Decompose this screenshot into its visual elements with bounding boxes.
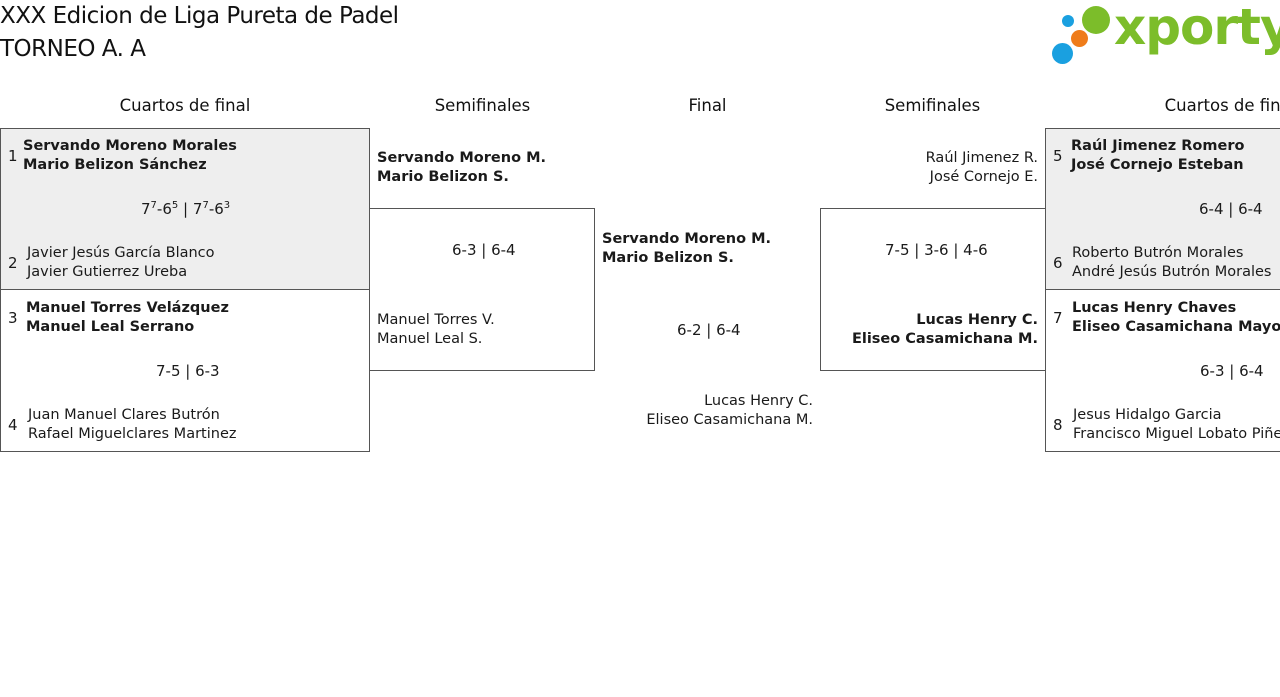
player-name: Rafael Miguelclares Martinez <box>28 426 237 442</box>
player-name: Mario Belizon Sánchez <box>23 157 207 173</box>
player-name: Lucas Henry C. <box>916 312 1038 328</box>
match-score: 6-3 | 6-4 <box>452 241 516 259</box>
team-top: Servando Moreno Morales Mario Belizon Sá… <box>23 137 237 175</box>
seed-number: 2 <box>8 254 18 272</box>
player-name: Lucas Henry Chaves <box>1072 300 1237 316</box>
final-team-top: Servando Moreno M. Mario Belizon S. <box>602 230 771 268</box>
player-name: Raúl Jimenez Romero <box>1071 138 1245 154</box>
seed-number: 5 <box>1053 147 1063 165</box>
match-quarter-2[interactable]: 3 Manuel Torres Velázquez Manuel Leal Se… <box>0 289 370 452</box>
final-score: 6-2 | 6-4 <box>677 321 741 339</box>
player-name: Francisco Miguel Lobato Piñero <box>1073 426 1280 442</box>
player-name: Manuel Torres Velázquez <box>26 300 229 316</box>
player-name: Raúl Jimenez R. <box>925 150 1038 166</box>
logo-dot-blue-small <box>1062 15 1074 27</box>
match-semi-left[interactable]: 6-3 | 6-4 Manuel Torres V. Manuel Leal S… <box>369 208 595 371</box>
xporty-logo[interactable]: xporty <box>1052 0 1280 66</box>
team-bottom: Juan Manuel Clares Butrón Rafael Miguelc… <box>28 406 236 444</box>
player-name: Javier Gutierrez Ureba <box>27 264 188 280</box>
round-header-left-semi: Semifinales <box>434 96 531 115</box>
seed-number: 6 <box>1053 254 1063 272</box>
semi-right-team-bottom: Lucas Henry C. Eliseo Casamichana M. <box>852 311 1038 349</box>
match-score: 7-5 | 6-3 <box>156 362 220 380</box>
team-bottom: Javier Jesús García Blanco Javier Gutier… <box>27 244 215 282</box>
match-semi-right[interactable]: 7-5 | 3-6 | 4-6 Lucas Henry C. Eliseo Ca… <box>820 208 1046 371</box>
seed-number: 3 <box>8 309 18 327</box>
player-name: Mario Belizon S. <box>602 250 734 266</box>
match-score: 77-65 | 77-63 <box>141 200 231 218</box>
player-name: Juan Manuel Clares Butrón <box>28 407 220 423</box>
seed-number: 8 <box>1053 416 1063 434</box>
player-name: Jesus Hidalgo Garcia <box>1073 407 1222 423</box>
player-name: Mario Belizon S. <box>377 169 509 185</box>
seed-number: 7 <box>1053 309 1063 327</box>
player-name: Eliseo Casamichana M. <box>646 412 813 428</box>
semi-left-team-top: Servando Moreno M. Mario Belizon S. <box>377 149 546 187</box>
player-name: Eliseo Casamichana Mayo <box>1072 319 1280 335</box>
round-header-right-semi: Semifinales <box>884 96 981 115</box>
logo-dot-blue <box>1052 43 1073 64</box>
player-name: Lucas Henry C. <box>704 393 813 409</box>
team-top: Lucas Henry Chaves Eliseo Casamichana Ma… <box>1072 299 1280 337</box>
player-name: André Jesús Butrón Morales <box>1072 264 1272 280</box>
team-top: Raúl Jimenez Romero José Cornejo Esteban <box>1071 137 1244 175</box>
player-name: José Cornejo E. <box>929 169 1038 185</box>
logo-dot-orange <box>1071 30 1088 47</box>
round-header-left-quarter: Cuartos de final <box>119 96 251 115</box>
team-bottom: Roberto Butrón Morales André Jesús Butró… <box>1072 244 1271 282</box>
player-name: Roberto Butrón Morales <box>1072 245 1244 261</box>
player-name: José Cornejo Esteban <box>1071 157 1244 173</box>
player-name: Manuel Leal S. <box>377 331 483 347</box>
match-score: 6-3 | 6-4 <box>1200 362 1264 380</box>
match-quarter-4[interactable]: 7 Lucas Henry Chaves Eliseo Casamichana … <box>1045 289 1280 452</box>
match-score: 7-5 | 3-6 | 4-6 <box>885 241 988 259</box>
round-header-right-quarter: Cuartos de final <box>1164 96 1280 115</box>
team-top: Manuel Torres Velázquez Manuel Leal Serr… <box>26 299 229 337</box>
semi-right-team-top: Raúl Jimenez R. José Cornejo E. <box>926 149 1038 187</box>
player-name: Javier Jesús García Blanco <box>27 245 215 261</box>
player-name: Manuel Torres V. <box>377 312 495 328</box>
final-team-bottom: Lucas Henry C. Eliseo Casamichana M. <box>646 392 813 430</box>
player-name: Servando Moreno M. <box>602 231 772 247</box>
match-quarter-3[interactable]: 5 Raúl Jimenez Romero José Cornejo Esteb… <box>1045 128 1280 290</box>
logo-text: xporty <box>1114 0 1280 56</box>
player-name: Eliseo Casamichana M. <box>851 331 1038 347</box>
logo-dot-green <box>1082 6 1110 34</box>
tournament-title: XXX Edicion de Liga Pureta de Padel <box>0 3 399 29</box>
tournament-subtitle: TORNEO A. A <box>0 36 146 62</box>
seed-number: 4 <box>8 416 18 434</box>
match-quarter-1[interactable]: 1 Servando Moreno Morales Mario Belizon … <box>0 128 370 290</box>
player-name: Manuel Leal Serrano <box>26 319 195 335</box>
match-score: 6-4 | 6-4 <box>1199 200 1263 218</box>
team-bottom: Jesus Hidalgo Garcia Francisco Miguel Lo… <box>1073 406 1280 444</box>
semi-left-team-bottom: Manuel Torres V. Manuel Leal S. <box>377 311 495 349</box>
round-header-final: Final <box>688 96 727 115</box>
player-name: Servando Moreno M. <box>377 150 547 166</box>
player-name: Servando Moreno Morales <box>23 138 237 154</box>
seed-number: 1 <box>8 147 18 165</box>
